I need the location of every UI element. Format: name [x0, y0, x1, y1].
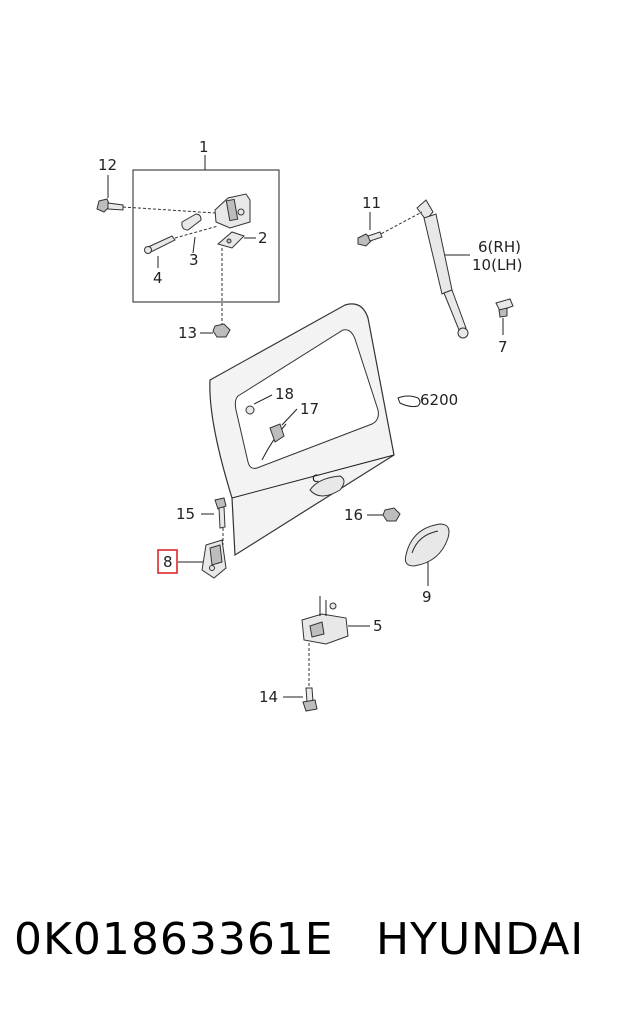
label-13: 13	[178, 324, 197, 342]
label-12: 12	[98, 156, 117, 174]
ref-6200: 6200	[397, 391, 458, 409]
label-9: 9	[422, 588, 432, 606]
label-11: 11	[362, 194, 381, 212]
label-3: 3	[189, 251, 199, 269]
svg-text:c: c	[312, 471, 319, 486]
label-4: 4	[153, 269, 163, 287]
gas-strut: 6(RH) 10(LH)	[376, 199, 522, 339]
label-2: 2	[258, 229, 268, 247]
label-8: 8	[163, 553, 173, 571]
stopper-7: 7	[495, 298, 514, 356]
nut-16: 16	[344, 506, 401, 524]
label-5: 5	[373, 617, 383, 635]
label-14: 14	[259, 688, 278, 706]
clips-17-18: 18 17	[245, 385, 319, 443]
tailgate-exploded-diagram: 1 3 4 2 12 13	[96, 138, 522, 712]
label-15: 15	[176, 505, 195, 523]
hinge-assembly-group: 1 3 4 2	[122, 138, 280, 325]
brand-name: HYUNDAI	[376, 914, 585, 965]
bolt-14: 14	[259, 687, 318, 712]
label-6: 6(RH)	[478, 238, 521, 256]
bushing	[181, 213, 202, 231]
striker-8: 8	[157, 539, 227, 579]
label-18: 18	[275, 385, 294, 403]
part-number: 0K01863361E	[14, 914, 334, 965]
footer: 0K01863361E HYUNDAI	[0, 905, 620, 985]
nut-13: 13	[178, 323, 231, 342]
hinge-assembly-box	[132, 169, 280, 303]
bolt-12: 12	[96, 156, 124, 213]
bolt-15: 15	[176, 497, 227, 545]
latch-5: 5	[301, 596, 383, 688]
label-7: 7	[498, 338, 508, 356]
bolt-11: 11	[357, 194, 383, 247]
label-8-highlight	[157, 549, 178, 574]
label-1: 1	[199, 138, 209, 156]
label-10: 10(LH)	[472, 256, 522, 274]
label-16: 16	[344, 506, 363, 524]
label-6200: 6200	[420, 391, 458, 409]
tailgate-panel: c	[209, 303, 395, 557]
handle-9: 9	[404, 523, 450, 606]
label-17: 17	[300, 400, 319, 418]
